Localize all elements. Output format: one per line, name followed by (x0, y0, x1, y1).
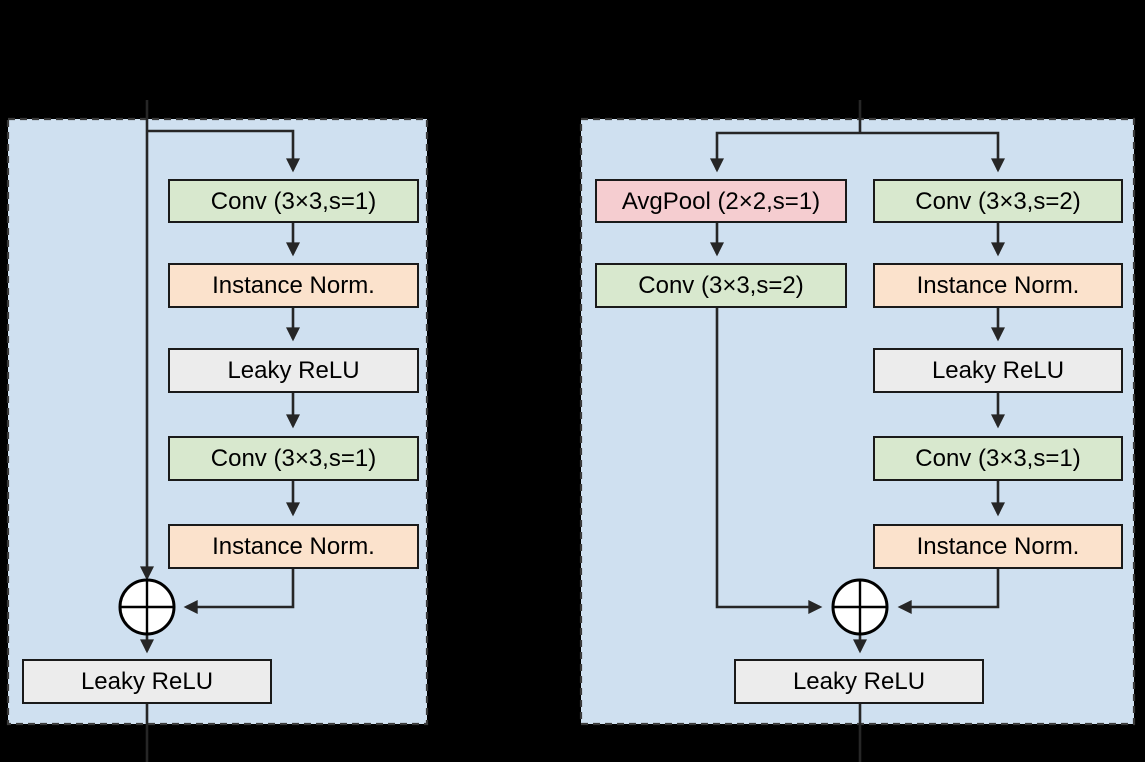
node-act2-label: Leaky ReLU (81, 668, 213, 695)
node-pool[interactable]: AvgPool (2×2,s=1) (595, 179, 847, 223)
conv-block-icon (168, 436, 419, 481)
norm-block-icon (168, 524, 419, 569)
activation-block-icon (873, 348, 1123, 393)
node-conv2-label: Conv (3×3,s=1) (211, 445, 376, 472)
node-act2[interactable]: Leaky ReLU (22, 659, 272, 704)
activation-block-icon (22, 659, 272, 704)
node-act1-label: Leaky ReLU (227, 357, 359, 384)
node-pool-conv[interactable]: Conv (3×3,s=2) (595, 263, 847, 308)
conv-block-icon (873, 436, 1123, 481)
norm-block-icon (873, 263, 1123, 308)
avgpool-block-icon (595, 179, 847, 223)
node-conv1-label: Conv (3×3,s=1) (211, 188, 376, 215)
node-norm1-label: Instance Norm. (212, 272, 375, 299)
node-conv2-right-label: Conv (3×3,s=1) (915, 445, 1080, 472)
norm-block-icon (168, 263, 419, 308)
edge-input-to-conv1 (860, 131, 1005, 173)
node-norm2-label: Instance Norm. (212, 533, 375, 560)
node-act2-right[interactable]: Leaky ReLU (734, 659, 984, 704)
conv-block-icon (168, 179, 419, 223)
edge-input-to-conv1 (147, 129, 300, 173)
norm-block-icon (873, 524, 1123, 569)
node-act1-right[interactable]: Leaky ReLU (873, 348, 1123, 393)
node-conv2[interactable]: Conv (3×3,s=1) (168, 436, 419, 481)
node-norm2-right-label: Instance Norm. (917, 533, 1080, 560)
node-norm2-right[interactable]: Instance Norm. (873, 524, 1123, 569)
edge-poolconv-to-sum (715, 307, 823, 614)
edge-norm2-to-sum (897, 568, 1000, 614)
edge-norm2-to-sum (183, 568, 295, 614)
sum-operator-icon[interactable] (831, 578, 889, 636)
conv-block-icon (873, 179, 1123, 223)
node-act2-right-label: Leaky ReLU (793, 668, 925, 695)
sum-operator-icon[interactable] (118, 578, 176, 636)
node-norm2[interactable]: Instance Norm. (168, 524, 419, 569)
edge-input-to-pool (710, 131, 860, 173)
node-conv2-right[interactable]: Conv (3×3,s=1) (873, 436, 1123, 481)
identity-block-panel: Conv (3×3,s=1) Instance Norm. Leaky ReLU… (6, 100, 429, 762)
node-conv1[interactable]: Conv (3×3,s=1) (168, 179, 419, 223)
node-conv1-right[interactable]: Conv (3×3,s=2) (873, 179, 1123, 223)
downsample-block-panel: AvgPool (2×2,s=1) Conv (3×3,s=2) Conv (3… (579, 100, 1136, 762)
node-norm1-right[interactable]: Instance Norm. (873, 263, 1123, 308)
activation-block-icon (168, 348, 419, 393)
node-conv1-right-label: Conv (3×3,s=2) (915, 188, 1080, 215)
node-norm1[interactable]: Instance Norm. (168, 263, 419, 308)
node-act1-right-label: Leaky ReLU (932, 357, 1064, 384)
node-act1[interactable]: Leaky ReLU (168, 348, 419, 393)
node-pool-conv-label: Conv (3×3,s=2) (638, 272, 803, 299)
node-norm1-right-label: Instance Norm. (917, 272, 1080, 299)
node-pool-label: AvgPool (2×2,s=1) (622, 188, 820, 215)
conv-block-icon (595, 263, 847, 308)
activation-block-icon (734, 659, 984, 704)
